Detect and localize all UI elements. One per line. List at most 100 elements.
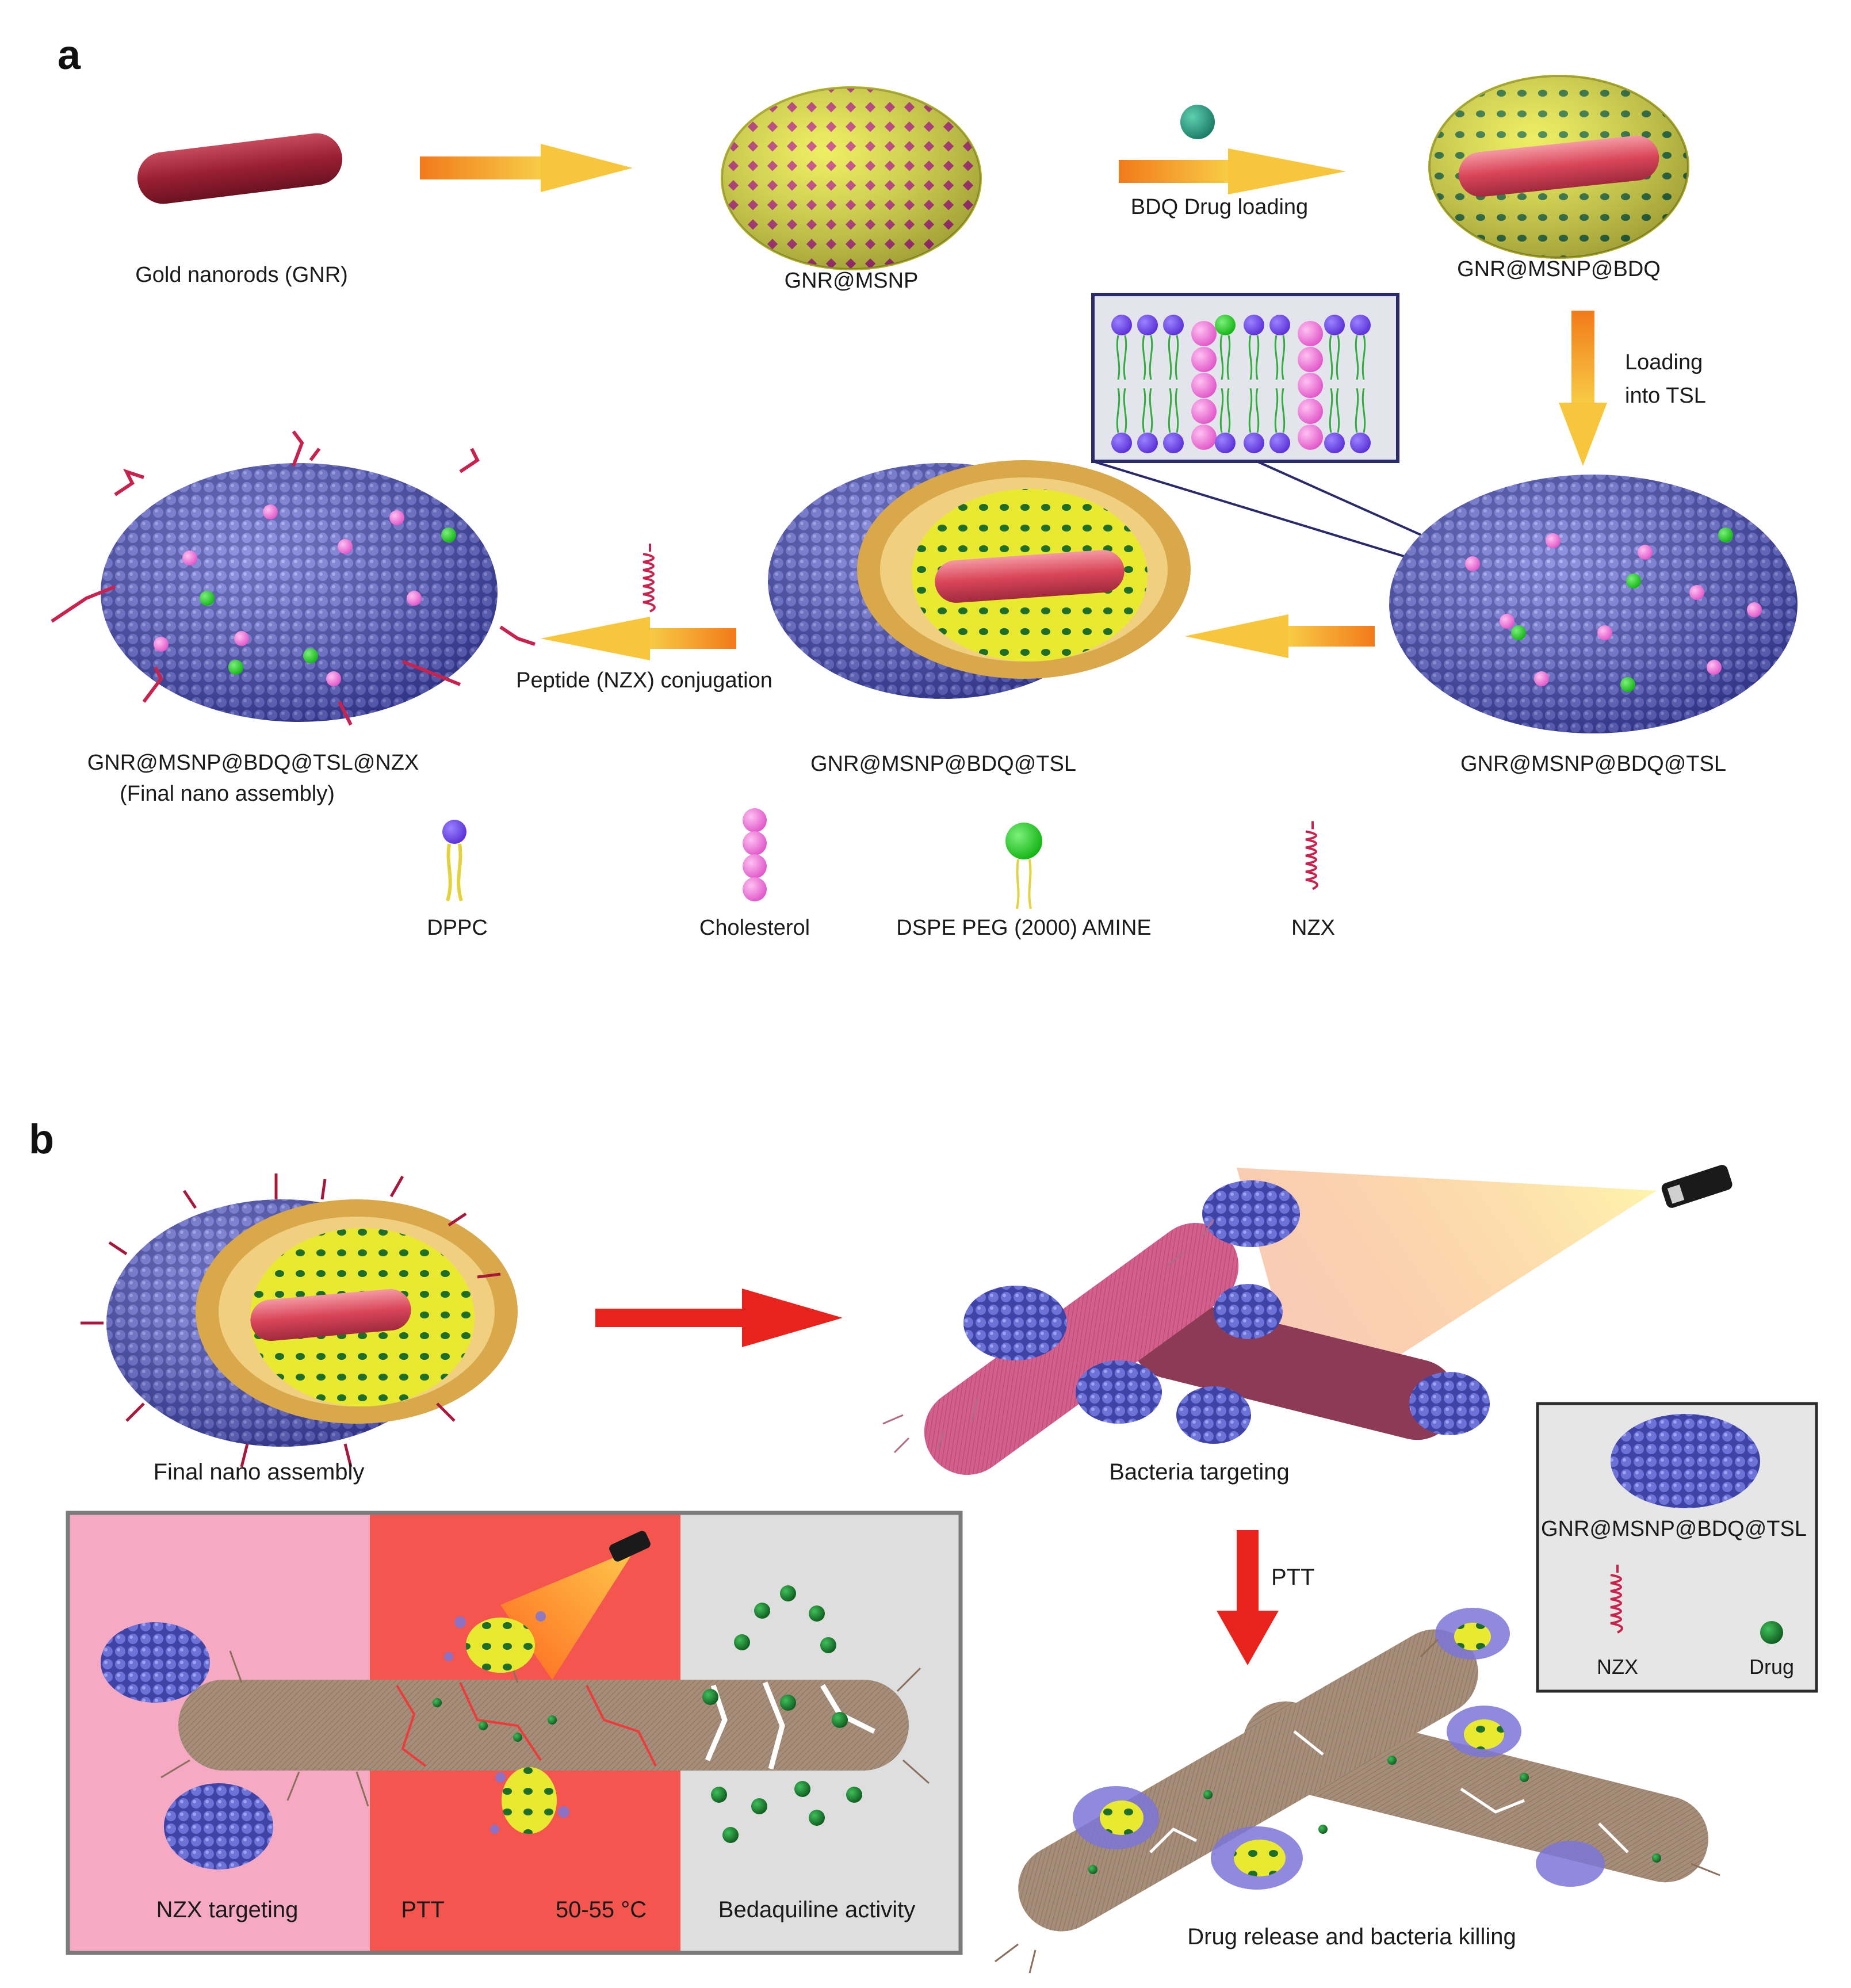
key-drug-icon — [1760, 1621, 1783, 1644]
stage-label-ptt: PTT — [401, 1897, 445, 1922]
label-loading-line2: into TSL — [1625, 384, 1706, 408]
laser-device-icon — [1661, 1165, 1733, 1208]
label-conjugation: Peptide (NZX) conjugation — [516, 668, 772, 693]
legend-panel-a: DPPC Cholesterol DSPE PEG (2000) AMINE N… — [427, 808, 1335, 940]
cholesterol-bead — [1298, 399, 1323, 424]
legend-nzx: NZX — [1291, 916, 1335, 940]
liposome-cutaway-icon — [768, 460, 1191, 699]
released-msnp-icon — [502, 1767, 557, 1834]
dspe-peg-icon — [1005, 823, 1042, 909]
cholesterol-bead — [1298, 425, 1323, 450]
label-drug-release: Drug release and bacteria killing — [1187, 1924, 1516, 1949]
key-tsl-icon — [1611, 1414, 1760, 1508]
lipid-headgroup — [1269, 315, 1290, 335]
label-drug-loading: BDQ Drug loading — [1131, 195, 1308, 219]
label-gnr: Gold nanorods (GNR) — [135, 263, 348, 287]
label-tsl-mid: GNR@MSNP@BDQ@TSL — [810, 752, 1076, 776]
lipid-tails — [1274, 335, 1286, 433]
cholesterol-bead — [1191, 399, 1217, 424]
lipid-headgroup — [1324, 315, 1345, 335]
msnp-particle-icon — [721, 86, 982, 270]
arrow-loading-tsl-icon — [1559, 311, 1607, 466]
stage-strip: NZX targeting PTT 50-55 °C Bedaquiline a… — [66, 1511, 963, 1955]
arrow-to-bacteria-icon — [595, 1289, 843, 1347]
targeting-liposome-icon — [101, 1622, 210, 1703]
lipid-tails — [1219, 335, 1231, 433]
cholesterol-bead — [1191, 373, 1217, 398]
lipid-tails — [1142, 335, 1153, 433]
lipid-tails — [1248, 335, 1260, 433]
lipid-headgroup — [1215, 315, 1236, 335]
lipid-tails — [1168, 335, 1179, 433]
label-bacteria-targeting: Bacteria targeting — [1109, 1459, 1290, 1485]
lipid-headgroup — [1163, 433, 1184, 453]
lipid-headgroup — [1137, 315, 1158, 335]
liposome-right-icon — [1389, 475, 1798, 733]
label-gnr-msnp: GNR@MSNP — [785, 269, 919, 293]
cholesterol-bead — [1191, 321, 1217, 346]
lipid-headgroup — [1215, 433, 1236, 453]
bacteria-targeting-scene — [882, 1165, 1733, 1475]
final-nano-assembly-icon — [81, 1173, 518, 1467]
stage-label-temperature: 50-55 °C — [556, 1897, 647, 1922]
drug-release-scene — [995, 1608, 1720, 1974]
lipid-headgroup — [1111, 315, 1132, 335]
arrow-to-msnp-icon — [420, 144, 633, 192]
key-nzx-label: NZX — [1597, 1655, 1638, 1679]
label-gnr-msnp-bdq: GNR@MSNP@BDQ — [1457, 257, 1661, 281]
released-msnp-icon — [466, 1618, 535, 1673]
final-assembly-icon — [51, 430, 536, 726]
panel-letter-b: b — [29, 1117, 54, 1163]
lipid-tails — [1116, 335, 1127, 433]
bacterium-icon — [178, 1680, 909, 1771]
lipid-headgroup — [1163, 315, 1184, 335]
key-drug-label: Drug — [1749, 1655, 1794, 1679]
dppc-icon — [442, 820, 466, 901]
label-ptt-arrow: PTT — [1271, 1565, 1315, 1590]
lipid-headgroup — [1244, 433, 1264, 453]
label-loading-line1: Loading — [1625, 350, 1703, 374]
cholesterol-bead — [1298, 347, 1323, 372]
cholesterol-bead — [1298, 321, 1323, 346]
stage-label-nzx-targeting: NZX targeting — [156, 1897, 299, 1922]
lipid-tails — [1329, 335, 1340, 433]
cholesterol-bead — [1298, 373, 1323, 398]
label-final-line1: GNR@MSNP@BDQ@TSL@NZX — [87, 751, 419, 775]
msnp-bdq-particle-icon — [1428, 75, 1689, 259]
lipid-headgroup — [1137, 433, 1158, 453]
arrow-ptt-icon — [1217, 1530, 1279, 1665]
lipid-tails — [1355, 335, 1366, 433]
laser-small-icon — [609, 1531, 651, 1562]
targeting-liposome-icon — [164, 1783, 273, 1870]
arrow-to-tsl-cutaway-icon — [1185, 614, 1375, 658]
panel-b: b Final nano assembly — [29, 1117, 1818, 1974]
panel-a: a Gold nanorods (GNR) GNR@MSNP BDQ Drug … — [51, 32, 1798, 940]
lipid-headgroup — [1111, 433, 1132, 453]
label-tsl-right: GNR@MSNP@BDQ@TSL — [1460, 752, 1726, 776]
key-tsl-label: GNR@MSNP@BDQ@TSL — [1541, 1517, 1807, 1541]
key-box: GNR@MSNP@BDQ@TSL NZX Drug — [1536, 1402, 1818, 1693]
lipid-headgroup — [1324, 433, 1345, 453]
cholesterol-bead — [1191, 347, 1217, 372]
label-final-assembly: Final nano assembly — [154, 1459, 365, 1485]
arrow-drug-loading-icon — [1119, 148, 1346, 194]
legend-cholesterol: Cholesterol — [699, 916, 810, 940]
nzx-peptide-icon — [643, 544, 655, 611]
lipid-headgroup — [1350, 315, 1371, 335]
cholesterol-icon — [743, 808, 767, 901]
stage-label-bedaquiline: Bedaquiline activity — [718, 1897, 915, 1922]
lipid-headgroup — [1244, 315, 1264, 335]
legend-dppc: DPPC — [427, 916, 488, 940]
bilayer-inset — [1091, 293, 1474, 574]
legend-dspe: DSPE PEG (2000) AMINE — [896, 916, 1152, 940]
arrow-peptide-conjugation-icon — [541, 617, 736, 660]
label-final-line2: (Final nano assembly) — [120, 782, 335, 806]
lipid-headgroup — [1350, 433, 1371, 453]
cholesterol-bead — [1191, 425, 1217, 450]
gold-nanorod-icon — [137, 133, 343, 204]
panel-letter-a: a — [58, 32, 81, 78]
nzx-legend-icon — [1306, 821, 1317, 889]
bdq-drug-icon — [1180, 105, 1215, 139]
drug-spheres — [702, 1585, 862, 1843]
